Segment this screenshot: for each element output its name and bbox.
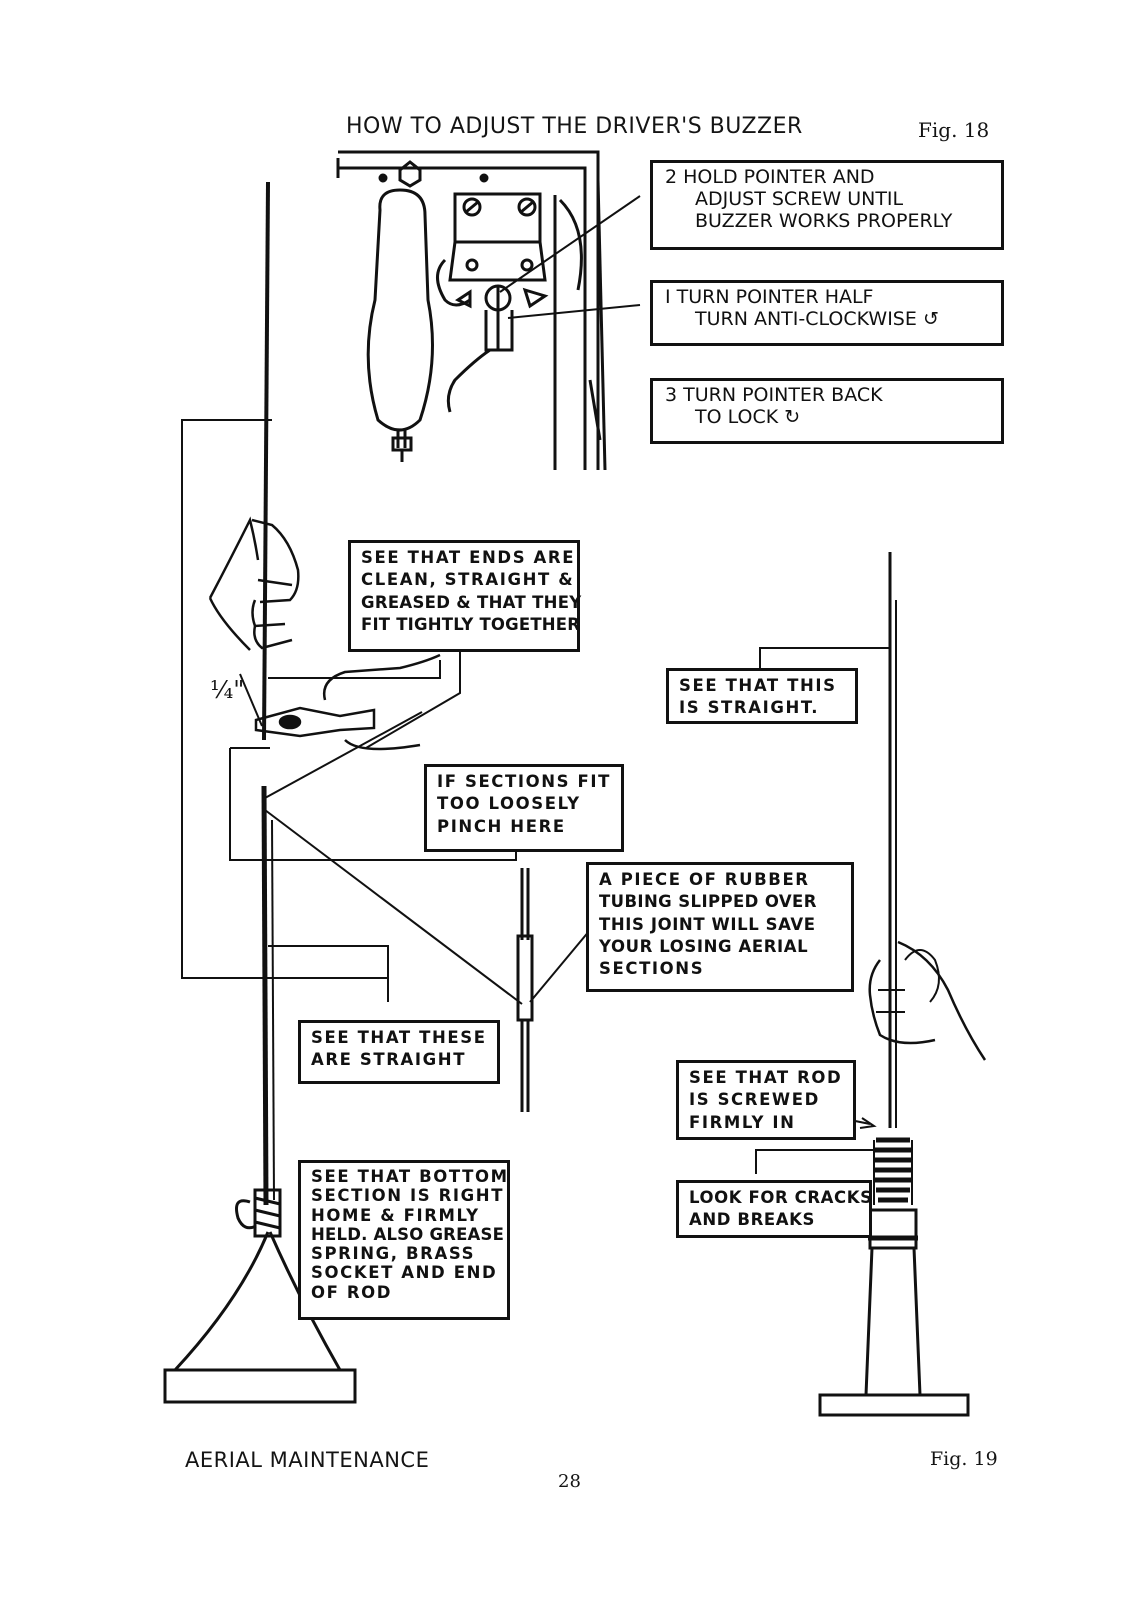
callout-cracks: LOOK FOR CRACKS AND BREAKS	[676, 1180, 872, 1238]
callout-rubber-tubing: A PIECE OF RUBBER TUBING SLIPPED OVER TH…	[586, 862, 854, 992]
callout-bottom-section: SEE THAT BOTTOM SECTION IS RIGHT HOME & …	[298, 1160, 510, 1320]
buzzer-leader-lines	[499, 195, 641, 319]
hand-illustration	[208, 516, 300, 651]
callout-clean-ends: SEE THAT ENDS ARE CLEAN, STRAIGHT & GREA…	[348, 540, 581, 652]
buzzer-illustration	[336, 150, 607, 471]
callout-straight-this: SEE THAT THIS IS STRAIGHT.	[666, 668, 858, 724]
anticlockwise-arrow-icon: ↺	[922, 307, 939, 330]
callout-rod-screwed: SEE THAT ROD IS SCREWED FIRMLY IN	[676, 1060, 856, 1140]
callout-step-3: 3 TURN POINTER BACK TO LOCK ↻	[650, 378, 1004, 444]
callout-straight-these: SEE THAT THESE ARE STRAIGHT	[298, 1020, 500, 1084]
quarter-inch-mark: ¼"	[210, 676, 245, 704]
callout-pinch-here: IF SECTIONS FIT TOO LOOSELY PINCH HERE	[424, 764, 624, 852]
figure-18-title: HOW TO ADJUST THE DRIVER'S BUZZER	[346, 114, 803, 139]
figure-18-label: Fig. 18	[918, 118, 990, 142]
clockwise-arrow-icon: ↻	[784, 405, 801, 428]
figure-19-label: Fig. 19	[930, 1448, 998, 1470]
aerial-frame-lines	[181, 419, 591, 1005]
page-number: 28	[558, 1471, 581, 1492]
callout-step-1: I TURN POINTER HALF TURN ANTI-CLOCKWISE …	[650, 280, 1004, 346]
figure-19-title: AERIAL MAINTENANCE	[185, 1448, 430, 1472]
pliers-illustration	[254, 653, 441, 751]
callout-step-2: 2 HOLD POINTER AND ADJUST SCREW UNTIL BU…	[650, 160, 1004, 250]
